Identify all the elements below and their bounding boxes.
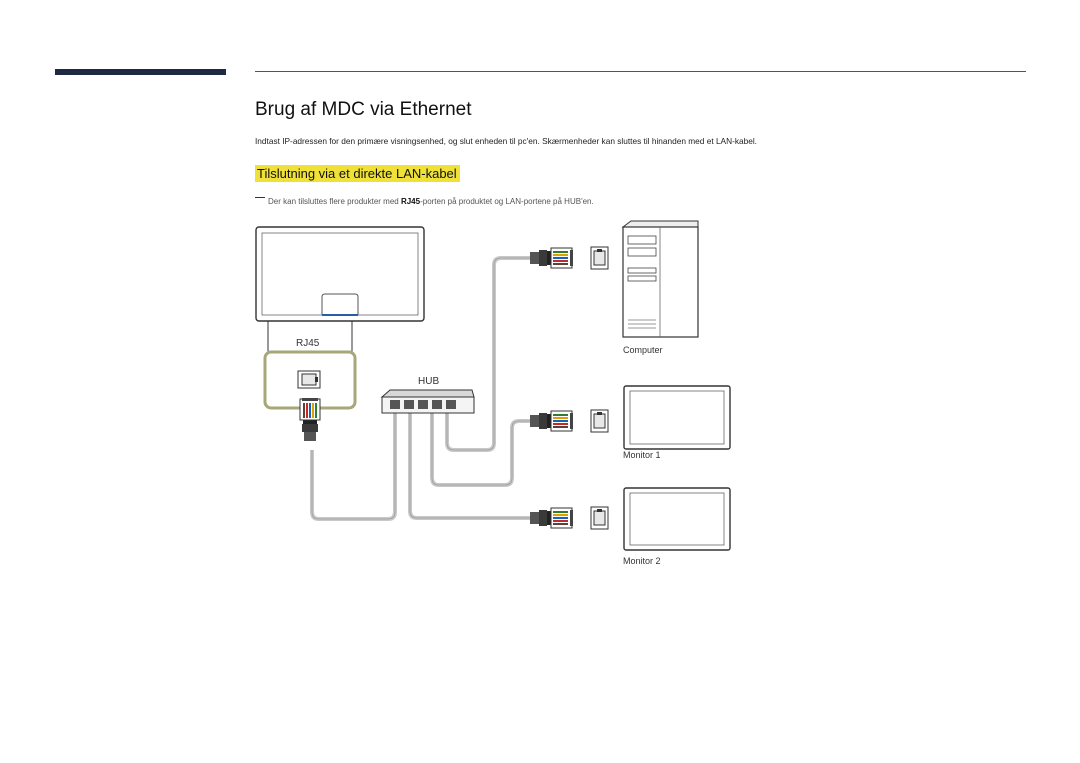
intro-paragraph: Indtast IP-adressen for den primære visn… <box>255 136 757 146</box>
rj45-label: RJ45 <box>296 338 320 349</box>
monitor-1-label: Monitor 1 <box>623 450 661 460</box>
lan-port-monitor2-icon <box>590 506 609 530</box>
computer-tower-icon <box>621 220 699 338</box>
note-paragraph: Der kan tilsluttes flere produkter med R… <box>255 197 594 206</box>
hub-icon <box>380 389 475 414</box>
section-heading: Tilslutning via et direkte LAN-kabel <box>255 165 460 182</box>
rj45-plug-monitor1 <box>529 410 574 432</box>
hub-label: HUB <box>418 376 439 387</box>
note-text-before: Der kan tilsluttes flere produkter med <box>268 197 401 206</box>
monitor-2-label: Monitor 2 <box>623 556 661 566</box>
page-title: Brug af MDC via Ethernet <box>255 99 472 120</box>
rj45-port-callout <box>263 321 357 410</box>
monitor-2-icon <box>623 487 731 551</box>
note-text-after: -porten på produktet og LAN-portene på H… <box>420 197 594 206</box>
header-rule <box>255 71 1026 72</box>
cable-display-hub <box>310 413 397 521</box>
note-dash-icon <box>255 197 265 199</box>
product-display-icon <box>255 226 425 322</box>
lan-port-monitor1-icon <box>590 409 609 433</box>
note-text-bold: RJ45 <box>400 197 421 206</box>
lan-port-computer-icon <box>590 246 609 270</box>
computer-label: Computer <box>623 345 663 355</box>
monitor-1-icon <box>623 385 731 450</box>
rj45-plug-product <box>299 397 321 442</box>
rj45-plug-computer <box>529 247 574 269</box>
rj45-plug-monitor2 <box>529 507 574 529</box>
section-accent-bar <box>55 69 226 75</box>
